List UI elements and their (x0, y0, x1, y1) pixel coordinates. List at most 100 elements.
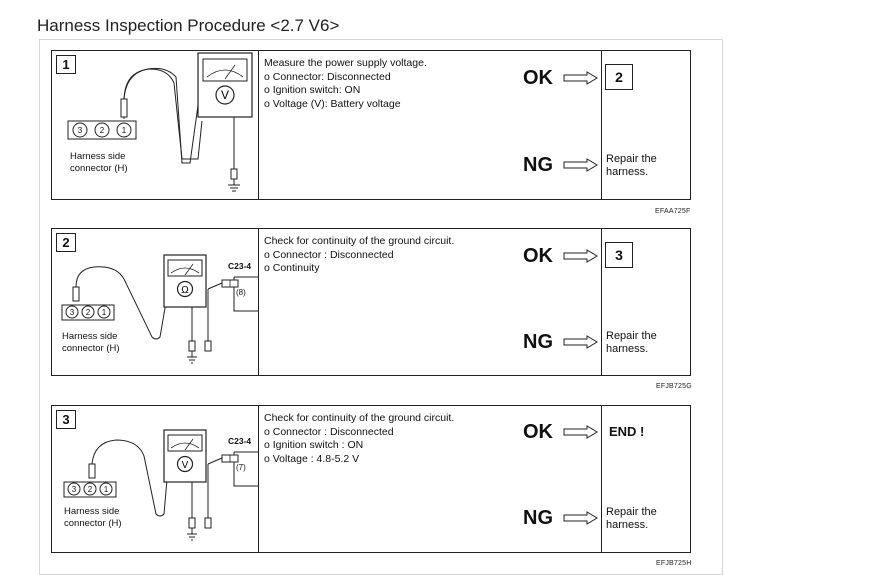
pin-label: 3 (70, 308, 75, 317)
pin-label: 2 (86, 308, 91, 317)
ground-symbol (187, 351, 197, 364)
page-title: Harness Inspection Procedure <2.7 V6> (37, 16, 340, 35)
procedure-line: o Continuity (264, 262, 320, 274)
procedure-line: o Voltage : 4.8-5.2 V (264, 452, 360, 465)
voltmeter: V (197, 52, 253, 118)
step-2: 3 2 1 Harness side connector (H) Ω (51, 228, 691, 376)
ng-result-line: Repair the (606, 330, 657, 342)
procedure-line: o Ignition switch: ON (264, 84, 361, 96)
probe-wire (123, 67, 201, 164)
ok-arrow-icon (563, 249, 598, 263)
procedure-line: o Ignition switch : ON (264, 439, 364, 451)
step-2-diagram-cell: 3 2 1 Harness side connector (H) Ω (52, 229, 259, 375)
ng-arrow-icon (563, 335, 598, 349)
figure-code: EFAA725F (655, 208, 691, 215)
ng-result-line: harness. (606, 343, 649, 355)
step-3: 3 2 1 Harness side connector (H) V (51, 405, 691, 553)
ng-result: Repair the harness. (606, 506, 657, 532)
pin-label: 2 (88, 485, 93, 494)
ng-label: NG (523, 331, 553, 353)
ok-label: OK (523, 421, 553, 443)
ng-arrow-icon (563, 511, 598, 525)
next-step-box: 3 (605, 242, 633, 268)
meter-symbol: V (221, 88, 229, 102)
figure-code: EFJB725G (656, 383, 692, 390)
procedure-text: Check for continuity of the ground circu… (264, 235, 454, 276)
step-1-procedure-cell: Measure the power supply voltage. o Conn… (258, 51, 602, 199)
procedure-line: o Connector : Disconnected (264, 425, 394, 438)
step-2-diagram: 3 2 1 Harness side connector (H) Ω (61, 254, 258, 364)
harness-label: Harness side (70, 151, 125, 162)
step-2-procedure-cell: Check for continuity of the ground circu… (258, 229, 602, 375)
ok-arrow-icon (563, 71, 598, 85)
step-3-result-cell: END ! Repair the harness. (601, 406, 690, 552)
procedure-line: o Connector : Disconnected (264, 248, 394, 261)
ecu-connector (221, 276, 258, 312)
procedure-text: Check for continuity of the ground circu… (264, 412, 454, 466)
procedure-line: Measure the power supply voltage. (264, 57, 427, 69)
figure-code: EFJB725H (656, 560, 692, 567)
harness-connector: 3 2 1 (61, 304, 115, 321)
step-1-diagram-cell: 3 2 1 Harness side connector (H) V (52, 51, 259, 199)
step-3-diagram: 3 2 1 Harness side connector (H) V (63, 429, 258, 541)
probe-tip (188, 517, 196, 529)
voltmeter: V (163, 429, 207, 483)
probe-tip (188, 340, 196, 352)
procedure-line: Check for continuity of the ground circu… (264, 412, 455, 424)
step-1-diagram: 3 2 1 Harness side connector (H) V (67, 52, 253, 192)
ng-result-line: harness. (606, 519, 649, 531)
pin-label: 3 (72, 485, 77, 494)
procedure-line: o Voltage (V): Battery voltage (264, 97, 401, 110)
ng-result-line: Repair the (606, 506, 657, 518)
ohmmeter: Ω (163, 254, 207, 308)
ng-label: NG (523, 507, 553, 529)
harness-label: Harness side (62, 331, 117, 342)
ground-symbol (187, 528, 197, 541)
next-step-box: 2 (605, 64, 633, 90)
harness-label: connector (H) (62, 343, 120, 354)
probe-tip (120, 98, 128, 118)
harness-label: Harness side (64, 506, 119, 517)
pin-label: 1 (102, 308, 107, 317)
meter-symbol: V (182, 460, 189, 471)
step-number: 3 (56, 410, 76, 429)
connector-label: C23-4 (228, 436, 251, 446)
step-2-result-cell: 3 Repair the harness. (601, 229, 690, 375)
procedure-text: Measure the power supply voltage. o Conn… (264, 57, 427, 111)
pin-label: 2 (100, 126, 105, 135)
probe-wire (91, 439, 169, 517)
step-number: 1 (56, 55, 76, 74)
step-number: 2 (56, 233, 76, 252)
harness-connector: 3 2 1 (63, 481, 117, 498)
ok-label: OK (523, 67, 553, 89)
step-1-result-cell: 2 Repair the harness. (601, 51, 690, 199)
procedure-line: Check for continuity of the ground circu… (264, 235, 455, 247)
ng-arrow-icon (563, 158, 598, 172)
end-label: END ! (609, 424, 645, 439)
step-3-diagram-cell: 3 2 1 Harness side connector (H) V (52, 406, 259, 552)
ng-result-line: Repair the (606, 153, 657, 165)
ground-probe (230, 168, 238, 180)
ng-result: Repair the harness. (606, 153, 657, 179)
step-1: 3 2 1 Harness side connector (H) V (51, 50, 691, 200)
pin-number-label: (7) (236, 463, 246, 472)
probe-tip (88, 463, 96, 479)
pin-label: 1 (104, 485, 109, 494)
harness-label: connector (H) (64, 518, 122, 529)
ng-label: NG (523, 154, 553, 176)
probe-wire (75, 266, 169, 340)
harness-connector: 3 2 1 (67, 120, 137, 140)
ecu-connector (221, 451, 258, 487)
procedure-line: o Connector: Disconnected (264, 70, 391, 83)
step-3-procedure-cell: Check for continuity of the ground circu… (258, 406, 602, 552)
pin-label: 1 (122, 126, 127, 135)
probe-tip (204, 340, 212, 352)
pin-number-label: (8) (236, 288, 246, 297)
ground-symbol (228, 179, 240, 192)
connector-label: C23-4 (228, 261, 251, 271)
harness-label: connector (H) (70, 163, 128, 174)
probe-tip (72, 286, 80, 302)
pin-label: 3 (78, 126, 83, 135)
meter-symbol: Ω (181, 285, 189, 296)
ng-result: Repair the harness. (606, 330, 657, 356)
